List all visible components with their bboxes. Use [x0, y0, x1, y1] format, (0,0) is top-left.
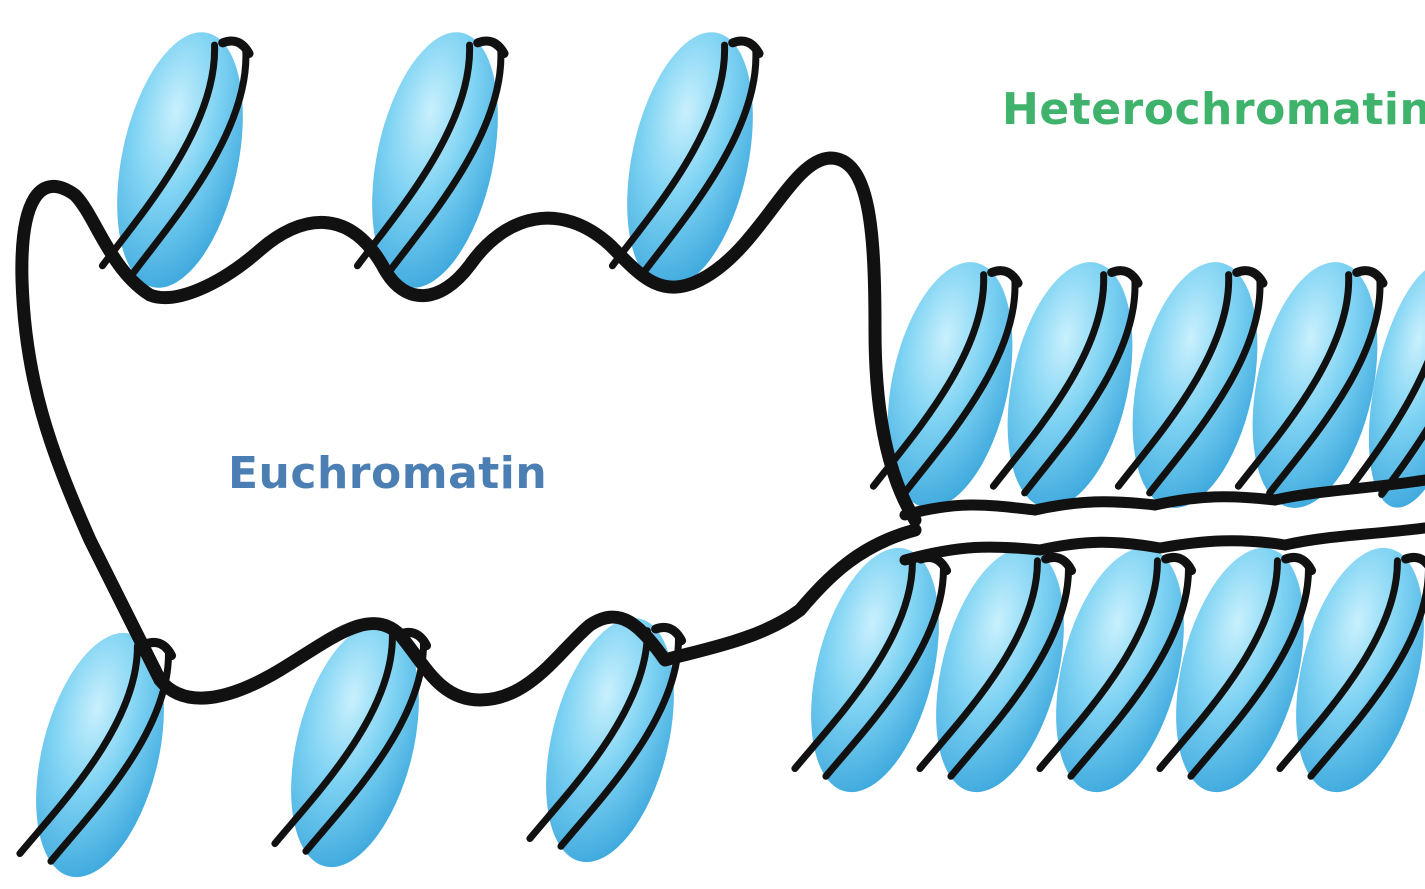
- euchromatin-label: Euchromatin: [228, 448, 547, 499]
- heterochromatin-label: Heterochromatin: [1002, 84, 1425, 135]
- nucleosomes-group: [13, 21, 1425, 889]
